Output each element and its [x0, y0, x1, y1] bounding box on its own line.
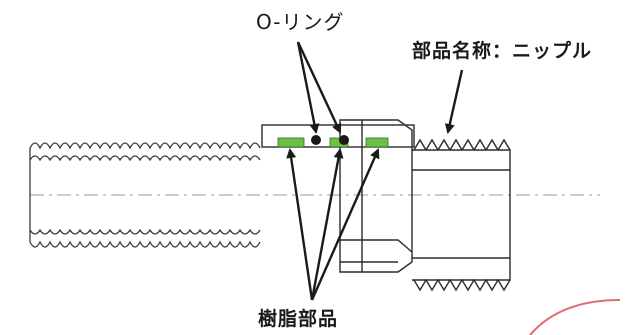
arrow-resin-2: [310, 148, 344, 301]
resin-part-label: 樹脂部品: [258, 308, 339, 330]
part-name-label: 部品名称：ニップル: [412, 40, 593, 62]
resin-part-3: [365, 137, 389, 148]
nipple-thread-top: [413, 138, 511, 152]
arrow-o-ring-1: [296, 41, 320, 134]
red-stamp-arc: [529, 299, 621, 335]
o-ring-label: O-リング: [256, 10, 345, 34]
nipple-thread-bottom: [413, 278, 511, 292]
arrow-resin-1: [286, 148, 314, 301]
arrow-nipple: [444, 69, 464, 134]
o-rings: [311, 135, 349, 145]
nipple-outline: [412, 149, 511, 281]
hose-top-inner: [29, 155, 261, 162]
o-ring-1: [311, 135, 321, 145]
hose-top-outer: [29, 142, 261, 150]
arrow-resin-3: [310, 148, 380, 301]
o-ring-2: [339, 135, 349, 145]
leader-arrows: [286, 41, 464, 301]
nut-lower-hex: [340, 239, 413, 263]
hose-bottom-inner: [29, 228, 261, 235]
resin-parts: [277, 137, 389, 148]
corrugated-hose: [29, 142, 261, 248]
resin-part-1: [277, 137, 305, 148]
arrow-o-ring-2: [296, 41, 342, 134]
fitting-body: [261, 119, 511, 292]
nut-outline: [339, 119, 413, 273]
hose-bottom-outer: [29, 240, 261, 248]
